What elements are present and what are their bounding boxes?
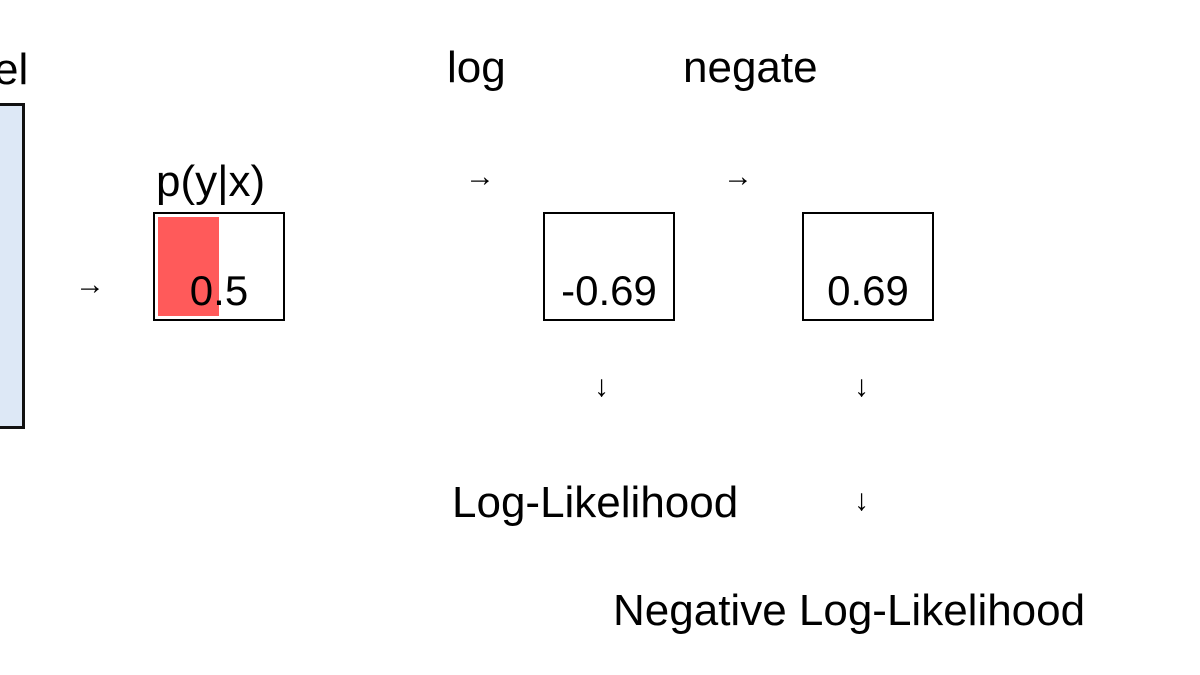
probability-box: 0.5 bbox=[153, 212, 285, 321]
negate-step-label: negate bbox=[683, 43, 818, 92]
negative-log-likelihood-label: Negative Log-Likelihood bbox=[613, 586, 1086, 635]
probability-label: p(y|x) bbox=[156, 157, 266, 206]
arrow-log-to-negate: → bbox=[723, 160, 753, 193]
log-likelihood-label: Log-Likelihood bbox=[452, 478, 739, 527]
negative-log-likelihood-value: 0.69 bbox=[827, 267, 909, 314]
log-step-label: log bbox=[447, 43, 506, 92]
arrow-negate-down-1: ↓ bbox=[854, 370, 869, 403]
arrow-probability-to-log: → bbox=[465, 160, 495, 193]
log-likelihood-box: -0.69 bbox=[543, 212, 675, 321]
probability-fill-bar bbox=[158, 217, 219, 316]
model-box bbox=[0, 103, 25, 429]
negative-log-likelihood-box: 0.69 bbox=[802, 212, 934, 321]
arrow-log-down: ↓ bbox=[594, 370, 609, 403]
arrow-model-to-probability: → bbox=[75, 268, 105, 301]
arrow-negate-down-2: ↓ bbox=[854, 484, 869, 517]
log-likelihood-value: -0.69 bbox=[561, 267, 657, 314]
model-label: el bbox=[0, 45, 29, 94]
probability-value: 0.5 bbox=[189, 267, 249, 314]
